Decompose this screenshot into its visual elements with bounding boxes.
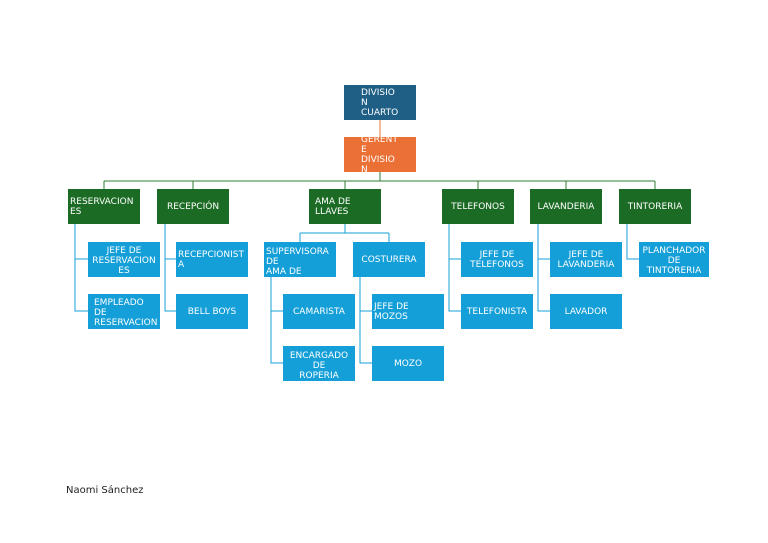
node-costurera-label: COSTURERA [361, 254, 417, 265]
node-lavador: LAVADOR [550, 294, 622, 329]
node-division-cuarto-label: DIVISIO N CUARTO [361, 87, 399, 118]
node-telefonos: TELEFONOS [442, 189, 514, 224]
node-jefe-telefonos: JEFE DE TELEFONOS [461, 242, 533, 277]
node-planchador: PLANCHADOR DE TINTORERIA [639, 242, 709, 277]
node-encargado-roperia: ENCARGADO DE ROPERIA [283, 346, 355, 381]
node-telefonos-label: TELEFONOS [451, 201, 505, 212]
node-planchador-label: PLANCHADOR DE TINTORERIA [642, 246, 706, 276]
node-supervisora: SUPERVISORA DE AMA DE [264, 242, 336, 277]
node-jefe-reservaciones: JEFE DE RESERVACION ES [88, 242, 160, 277]
node-jefe-lavanderia: JEFE DE LAVANDERIA [550, 242, 622, 277]
node-supervisora-label: SUPERVISORA DE AMA DE [266, 247, 329, 277]
node-camarista: CAMARISTA [283, 294, 355, 329]
node-mozo-label: MOZO [393, 358, 423, 369]
node-jefe-mozos: JEFE DE MOZOS [372, 294, 444, 329]
node-costurera: COSTURERA [353, 242, 425, 277]
node-lavanderia: LAVANDERIA [530, 189, 602, 224]
node-lavador-label: LAVADOR [564, 306, 608, 317]
node-ama-de-llaves-label: AMA DE LLAVES [315, 196, 351, 217]
node-tintoreria: TINTORERIA [619, 189, 691, 224]
node-telefonista-label: TELEFONISTA [466, 306, 528, 317]
node-recepcionista-label: RECEPCIONIST A [178, 249, 244, 270]
node-recepcion: RECEPCIÓN [157, 189, 229, 224]
connector-departments [103, 172, 656, 189]
node-reservaciones-label: RESERVACION ES [70, 196, 134, 217]
node-gerente-division: GERENT E DIVISIO N [344, 137, 416, 172]
node-tintoreria-label: TINTORERIA [627, 201, 683, 212]
node-recepcion-label: RECEPCIÓN [166, 201, 220, 212]
node-lavanderia-label: LAVANDERIA [537, 201, 595, 212]
node-division-cuarto: DIVISIO N CUARTO [344, 85, 416, 120]
node-jefe-mozos-label: JEFE DE MOZOS [374, 301, 409, 322]
node-mozo: MOZO [372, 346, 444, 381]
node-jefe-lavanderia-label: JEFE DE LAVANDERIA [557, 249, 615, 270]
node-encargado-roperia-label: ENCARGADO DE ROPERIA [289, 351, 349, 381]
node-jefe-telefonos-label: JEFE DE TELEFONOS [470, 249, 524, 270]
node-gerente-division-label: GERENT E DIVISIO N [361, 137, 398, 172]
node-camarista-label: CAMARISTA [293, 306, 345, 317]
node-empleado-reservacion-label: EMPLEADO DE RESERVACION [94, 298, 158, 328]
author-name: Naomi Sánchez [66, 485, 144, 496]
node-bell-boys-label: BELL BOYS [187, 306, 237, 317]
node-jefe-reservaciones-label: JEFE DE RESERVACION ES [92, 246, 156, 276]
node-recepcionista: RECEPCIONIST A [176, 242, 248, 277]
node-telefonista: TELEFONISTA [461, 294, 533, 329]
node-bell-boys: BELL BOYS [176, 294, 248, 329]
node-empleado-reservacion: EMPLEADO DE RESERVACION [88, 294, 160, 329]
node-ama-de-llaves: AMA DE LLAVES [309, 189, 381, 224]
node-reservaciones: RESERVACION ES [68, 189, 140, 224]
connector-staff [74, 224, 639, 364]
